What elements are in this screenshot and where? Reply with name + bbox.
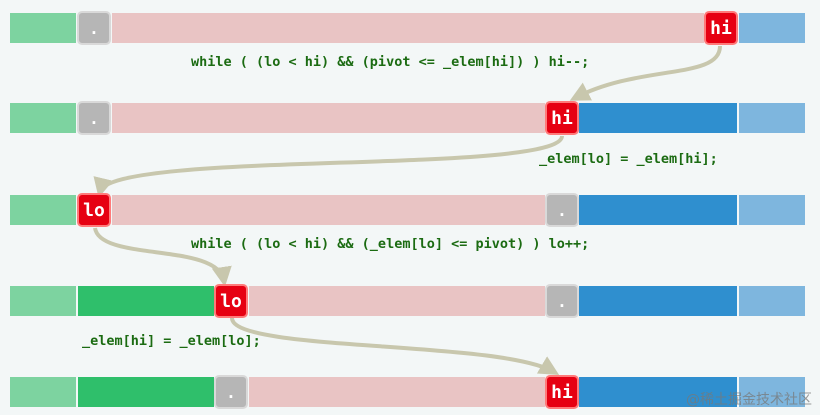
code-step-4: _elem[hi] = _elem[lo]; — [82, 333, 261, 349]
code-step-1: while ( (lo < hi) && (pivot <= _elem[hi]… — [191, 54, 590, 70]
unsorted-region — [112, 103, 545, 133]
watermark: @稀土掘金技术社区 — [686, 392, 812, 408]
lo-pointer: lo — [77, 193, 111, 227]
hole-marker: . — [77, 11, 111, 45]
greater-region — [579, 377, 737, 407]
sorted-region — [10, 13, 76, 43]
unsorted-region — [112, 195, 545, 225]
hole-marker: . — [545, 193, 579, 227]
hole-marker: . — [214, 375, 248, 409]
sorted-region — [78, 286, 214, 316]
greater-region — [579, 103, 737, 133]
arrow-copy-hi-to-lo — [93, 135, 564, 198]
arrow-hi-decrement — [569, 45, 722, 101]
unsorted-region — [249, 377, 545, 407]
greater-region — [579, 195, 737, 225]
greater-region — [739, 377, 805, 407]
unsorted-region — [249, 286, 545, 316]
greater-region — [739, 286, 805, 316]
greater-region — [739, 195, 805, 225]
arrow-lo-increment — [93, 227, 232, 287]
hi-pointer: hi — [545, 101, 579, 135]
greater-region — [739, 13, 805, 43]
greater-region — [579, 286, 737, 316]
sorted-region — [10, 377, 76, 407]
sorted-region — [10, 286, 76, 316]
hole-marker: . — [545, 284, 579, 318]
sorted-region — [10, 103, 76, 133]
arrow-copy-lo-to-hi — [230, 317, 560, 376]
hi-pointer: hi — [545, 375, 579, 409]
hi-pointer: hi — [704, 11, 738, 45]
hole-marker: . — [77, 101, 111, 135]
greater-region — [739, 103, 805, 133]
unsorted-region — [112, 13, 704, 43]
code-step-2: _elem[lo] = _elem[hi]; — [539, 151, 718, 167]
code-step-3: while ( (lo < hi) && (_elem[lo] <= pivot… — [191, 236, 590, 252]
lo-pointer: lo — [214, 284, 248, 318]
sorted-region — [10, 195, 76, 225]
sorted-region — [78, 377, 214, 407]
